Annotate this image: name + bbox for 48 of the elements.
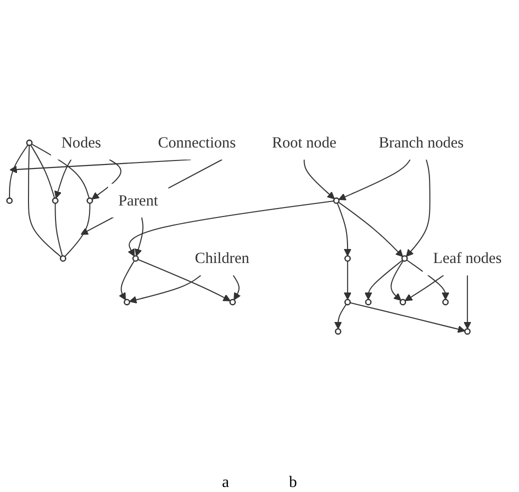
leader-line [54, 159, 72, 198]
connector-line [344, 261, 352, 300]
leader-line [338, 159, 411, 200]
circle-node [334, 328, 342, 335]
leader-line [134, 217, 144, 256]
circle-node [401, 255, 408, 262]
circle-node [26, 140, 33, 146]
circle-node [60, 255, 66, 262]
connector-line [390, 260, 404, 301]
circle-node [124, 298, 130, 306]
connector-line [54, 203, 63, 256]
leader-line [129, 274, 202, 304]
connector-line [28, 145, 62, 258]
leader-line [464, 275, 472, 330]
connector-line [336, 202, 352, 256]
panel-label: a [222, 474, 230, 492]
connector-line [138, 259, 231, 302]
leader-line [92, 159, 122, 200]
circle-node [52, 197, 59, 204]
leader-line [406, 159, 430, 257]
circle-node [442, 298, 449, 306]
circle-node [365, 298, 372, 306]
circle-node [344, 298, 351, 306]
connector-line [30, 144, 56, 198]
connector-line [406, 260, 450, 300]
leader-line [10, 159, 191, 174]
connector-line [64, 203, 90, 257]
callout-text: Parent [108, 184, 168, 218]
connector-line [350, 302, 466, 333]
circle-node [229, 298, 236, 306]
circle-node [86, 197, 94, 204]
connector-line [334, 304, 347, 330]
circle-node [333, 197, 340, 204]
circle-node [464, 328, 471, 335]
circle-node [344, 255, 351, 262]
connector-line [31, 144, 90, 198]
connector-line [128, 200, 334, 257]
circle-node [132, 255, 139, 262]
connector-line [338, 202, 404, 257]
leader-line [304, 160, 335, 200]
leader-line [232, 275, 241, 300]
connector-line [118, 260, 135, 300]
panel-label: b [289, 474, 298, 492]
leader-line [404, 274, 444, 302]
circle-node [6, 197, 13, 204]
circle-node [400, 298, 406, 306]
connector-line [364, 260, 403, 300]
connector-line [8, 144, 28, 198]
